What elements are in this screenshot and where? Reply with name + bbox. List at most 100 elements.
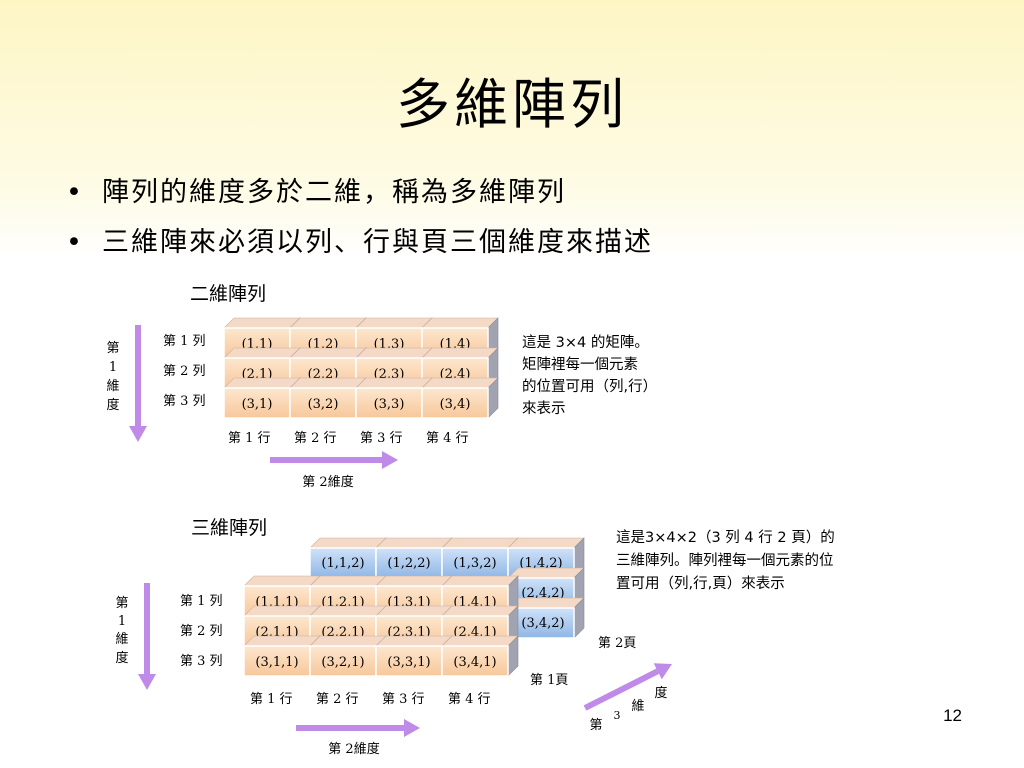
cell-top bbox=[441, 605, 519, 617]
back-cell-label: (3,4,2) bbox=[521, 616, 564, 631]
cell-top bbox=[355, 347, 433, 359]
arrow-head bbox=[404, 719, 420, 737]
arrow-head bbox=[129, 426, 147, 442]
dimension-3-arrow bbox=[583, 663, 672, 711]
note-3d-line: 這是3×4×2（3 列 4 行 2 頁）的 bbox=[616, 529, 835, 546]
cell-top bbox=[309, 635, 387, 647]
dimension-2-label: 第 2維度 bbox=[302, 474, 353, 490]
cell-label: (3,3) bbox=[374, 397, 405, 412]
note-3d-line: 置可用（列,行,頁）來表示 bbox=[616, 575, 785, 592]
dimension-2-label: 第 2維度 bbox=[328, 741, 379, 757]
column-label: 第 3 行 bbox=[382, 692, 425, 707]
bullet-item: 三維陣來必須以列、行與頁三個維度來描述 bbox=[66, 218, 653, 268]
dimension-1-label: 維 bbox=[115, 632, 128, 647]
cell-top bbox=[309, 605, 387, 617]
column-label: 第 1 行 bbox=[250, 692, 293, 707]
cell-top bbox=[223, 317, 301, 329]
cell-top bbox=[223, 347, 301, 359]
cell-top bbox=[243, 635, 321, 647]
row-label: 第 1 列 bbox=[180, 594, 223, 609]
back-cell-label: (1,3,2) bbox=[453, 556, 496, 571]
cell-face bbox=[441, 645, 509, 677]
column-label: 第 4 行 bbox=[426, 431, 469, 446]
row-label: 第 1 列 bbox=[163, 334, 206, 349]
cell-face bbox=[355, 387, 423, 419]
note-2d-line: 這是 3×4 的矩陣。 bbox=[522, 334, 649, 351]
back-page-cell bbox=[441, 537, 519, 579]
cell-face bbox=[289, 387, 357, 419]
page-number: 12 bbox=[943, 706, 962, 725]
cell-label: (3,4) bbox=[440, 397, 471, 412]
dimension-1-label: 第 bbox=[115, 596, 128, 611]
cell-label: (3,4,1) bbox=[453, 655, 496, 670]
cell-top bbox=[243, 575, 321, 587]
dimension-3-label: 維 bbox=[631, 699, 644, 714]
dimension-2-arrow bbox=[270, 451, 398, 469]
dimension-1-arrow bbox=[129, 325, 147, 442]
front-page-cell bbox=[441, 635, 519, 677]
slide-title: 多維陣列 bbox=[396, 73, 628, 136]
dimension-3-label: 度 bbox=[654, 685, 667, 701]
cell-top bbox=[309, 575, 387, 587]
cell-top bbox=[289, 377, 367, 389]
column-label: 第 2 行 bbox=[316, 692, 359, 707]
row-label: 第 3 列 bbox=[180, 654, 223, 669]
cell-top bbox=[375, 635, 453, 647]
back-cell-label: (1,4,2) bbox=[519, 556, 562, 571]
arrow-shaft bbox=[583, 668, 660, 711]
page-2-label: 第 2頁 bbox=[598, 636, 636, 651]
dimension-3-label: 第 bbox=[589, 718, 602, 733]
column-label: 第 1 行 bbox=[228, 431, 271, 446]
note-2d-line: 矩陣裡每一個元素 bbox=[522, 356, 638, 373]
cell-face bbox=[441, 547, 509, 579]
cell-top bbox=[243, 605, 321, 617]
cell-label: (3,1) bbox=[242, 397, 273, 412]
cell-top bbox=[309, 537, 387, 549]
arrow-head bbox=[138, 674, 156, 690]
bullet-list: 陣列的維度多於二維，稱為多維陣列 三維陣來必須以列、行與頁三個維度來描述 bbox=[66, 168, 653, 268]
cell-top bbox=[507, 597, 585, 609]
cell-top bbox=[421, 347, 499, 359]
column-label: 第 4 行 bbox=[448, 692, 491, 707]
back-page-cell bbox=[375, 537, 453, 579]
back-cell-label: (2,4,2) bbox=[521, 586, 564, 601]
dimension-1-arrow bbox=[138, 583, 156, 690]
dimension-1-label: 度 bbox=[115, 650, 128, 666]
dimension-2-arrow bbox=[296, 719, 420, 737]
cell-top bbox=[375, 605, 453, 617]
cell-top bbox=[507, 537, 585, 549]
arrow-head bbox=[653, 663, 672, 680]
cell-label: (3,2,1) bbox=[321, 655, 364, 670]
cell-label: (3,1,1) bbox=[255, 655, 298, 670]
column-label: 第 3 行 bbox=[360, 431, 403, 446]
dimension-1-label: 1 bbox=[109, 360, 117, 375]
note-2d-line: 的位置可用（列,行） bbox=[522, 378, 657, 395]
cell-label: (3,3,1) bbox=[387, 655, 430, 670]
column-label: 第 2 行 bbox=[294, 431, 337, 446]
cell-top bbox=[421, 377, 499, 389]
row-label: 第 3 列 bbox=[163, 394, 206, 409]
cell-top bbox=[375, 537, 453, 549]
cell-top bbox=[375, 575, 453, 587]
back-cell-label: (1,2,2) bbox=[387, 556, 430, 571]
diagram-2d-heading: 二維陣列 bbox=[190, 283, 266, 305]
cell-top bbox=[421, 317, 499, 329]
cell-top bbox=[507, 567, 585, 579]
arrow-head bbox=[382, 451, 398, 469]
note-2d-line: 來表示 bbox=[522, 400, 566, 417]
cell-face bbox=[421, 387, 489, 419]
cell-top bbox=[441, 575, 519, 587]
cell-face bbox=[507, 607, 575, 639]
dimension-1-label: 第 bbox=[106, 341, 119, 356]
cell-top bbox=[441, 635, 519, 647]
cell-label: (3,2) bbox=[308, 397, 339, 412]
row-label: 第 2 列 bbox=[163, 364, 206, 379]
array-cell bbox=[355, 377, 433, 419]
note-3d-line: 三維陣列。陣列裡每一個元素的位 bbox=[616, 552, 834, 569]
diagram-3d: (1,1,2) (1,2,2) (1,3,2) (1,4,2) (2,4,2) (3,4,… bbox=[115, 537, 672, 757]
back-cell-label: (1,1,2) bbox=[321, 556, 364, 571]
dimension-1-label: 維 bbox=[106, 379, 119, 394]
back-page-cell bbox=[507, 597, 585, 639]
array-cell bbox=[421, 377, 499, 419]
cell-top bbox=[355, 317, 433, 329]
